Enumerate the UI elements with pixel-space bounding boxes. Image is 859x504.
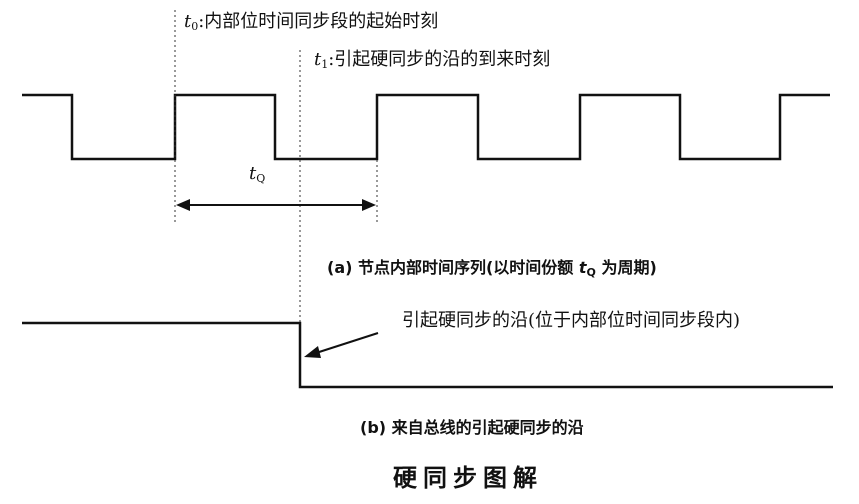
tq-arrow-left-head [176, 199, 190, 211]
edge-annotation-label: 引起硬同步的沿(位于内部位时间同步段内) [402, 310, 741, 331]
caption-b: (b) 来自总线的引起硬同步的沿 [360, 418, 584, 437]
tq-label: tQ [249, 163, 266, 186]
edge-pointer-arrow-head [304, 346, 321, 358]
tq-arrow-right-head [362, 199, 376, 211]
internal-time-sequence-wave [22, 93, 830, 161]
diagram-title: 硬同步图解 [393, 463, 543, 492]
t1-label: t1:引起硬同步的沿的到来时刻 [314, 49, 551, 72]
caption-a: (a) 节点内部时间序列(以时间份额 tQ 为周期) [327, 258, 657, 279]
bus-edge-signal [22, 321, 833, 389]
edge-pointer-arrow [315, 332, 379, 354]
t0-label: t0:内部位时间同步段的起始时刻 [184, 11, 439, 34]
